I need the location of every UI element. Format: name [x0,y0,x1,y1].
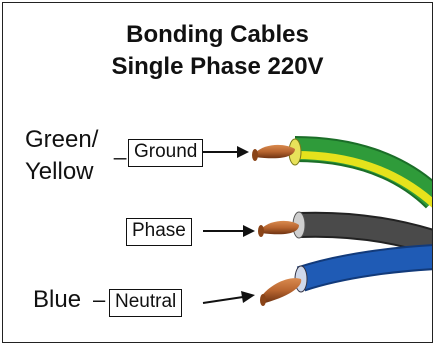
wires-illustration [202,136,432,306]
neutral-color-label: Blue [33,286,82,313]
phase-copper-tip [261,220,299,235]
phase-arrow [203,225,255,237]
diagram-frame: Bonding Cables Single Phase 220V [2,2,433,343]
neutral-connector-dash: – [93,287,106,312]
ground-connector-dash: _ [114,135,127,160]
phase-label-box: Phase [126,218,192,246]
ground-color-label-line-2: Yellow [25,158,94,185]
neutral-copper-tip [261,278,302,303]
ground-wire [252,136,432,209]
neutral-wire [260,244,432,306]
phase-wire [258,211,432,256]
ground-label-box: Ground [128,139,204,167]
ground-arrow [203,146,249,158]
title-line-2: Single Phase 220V [111,53,324,80]
title-line-1: Bonding Cables [126,21,309,48]
neutral-label-box: Neutral [109,289,183,317]
ground-copper-tip [255,144,295,159]
neutral-arrow [202,291,255,304]
ground-color-label-line-1: Green/ [25,126,99,153]
